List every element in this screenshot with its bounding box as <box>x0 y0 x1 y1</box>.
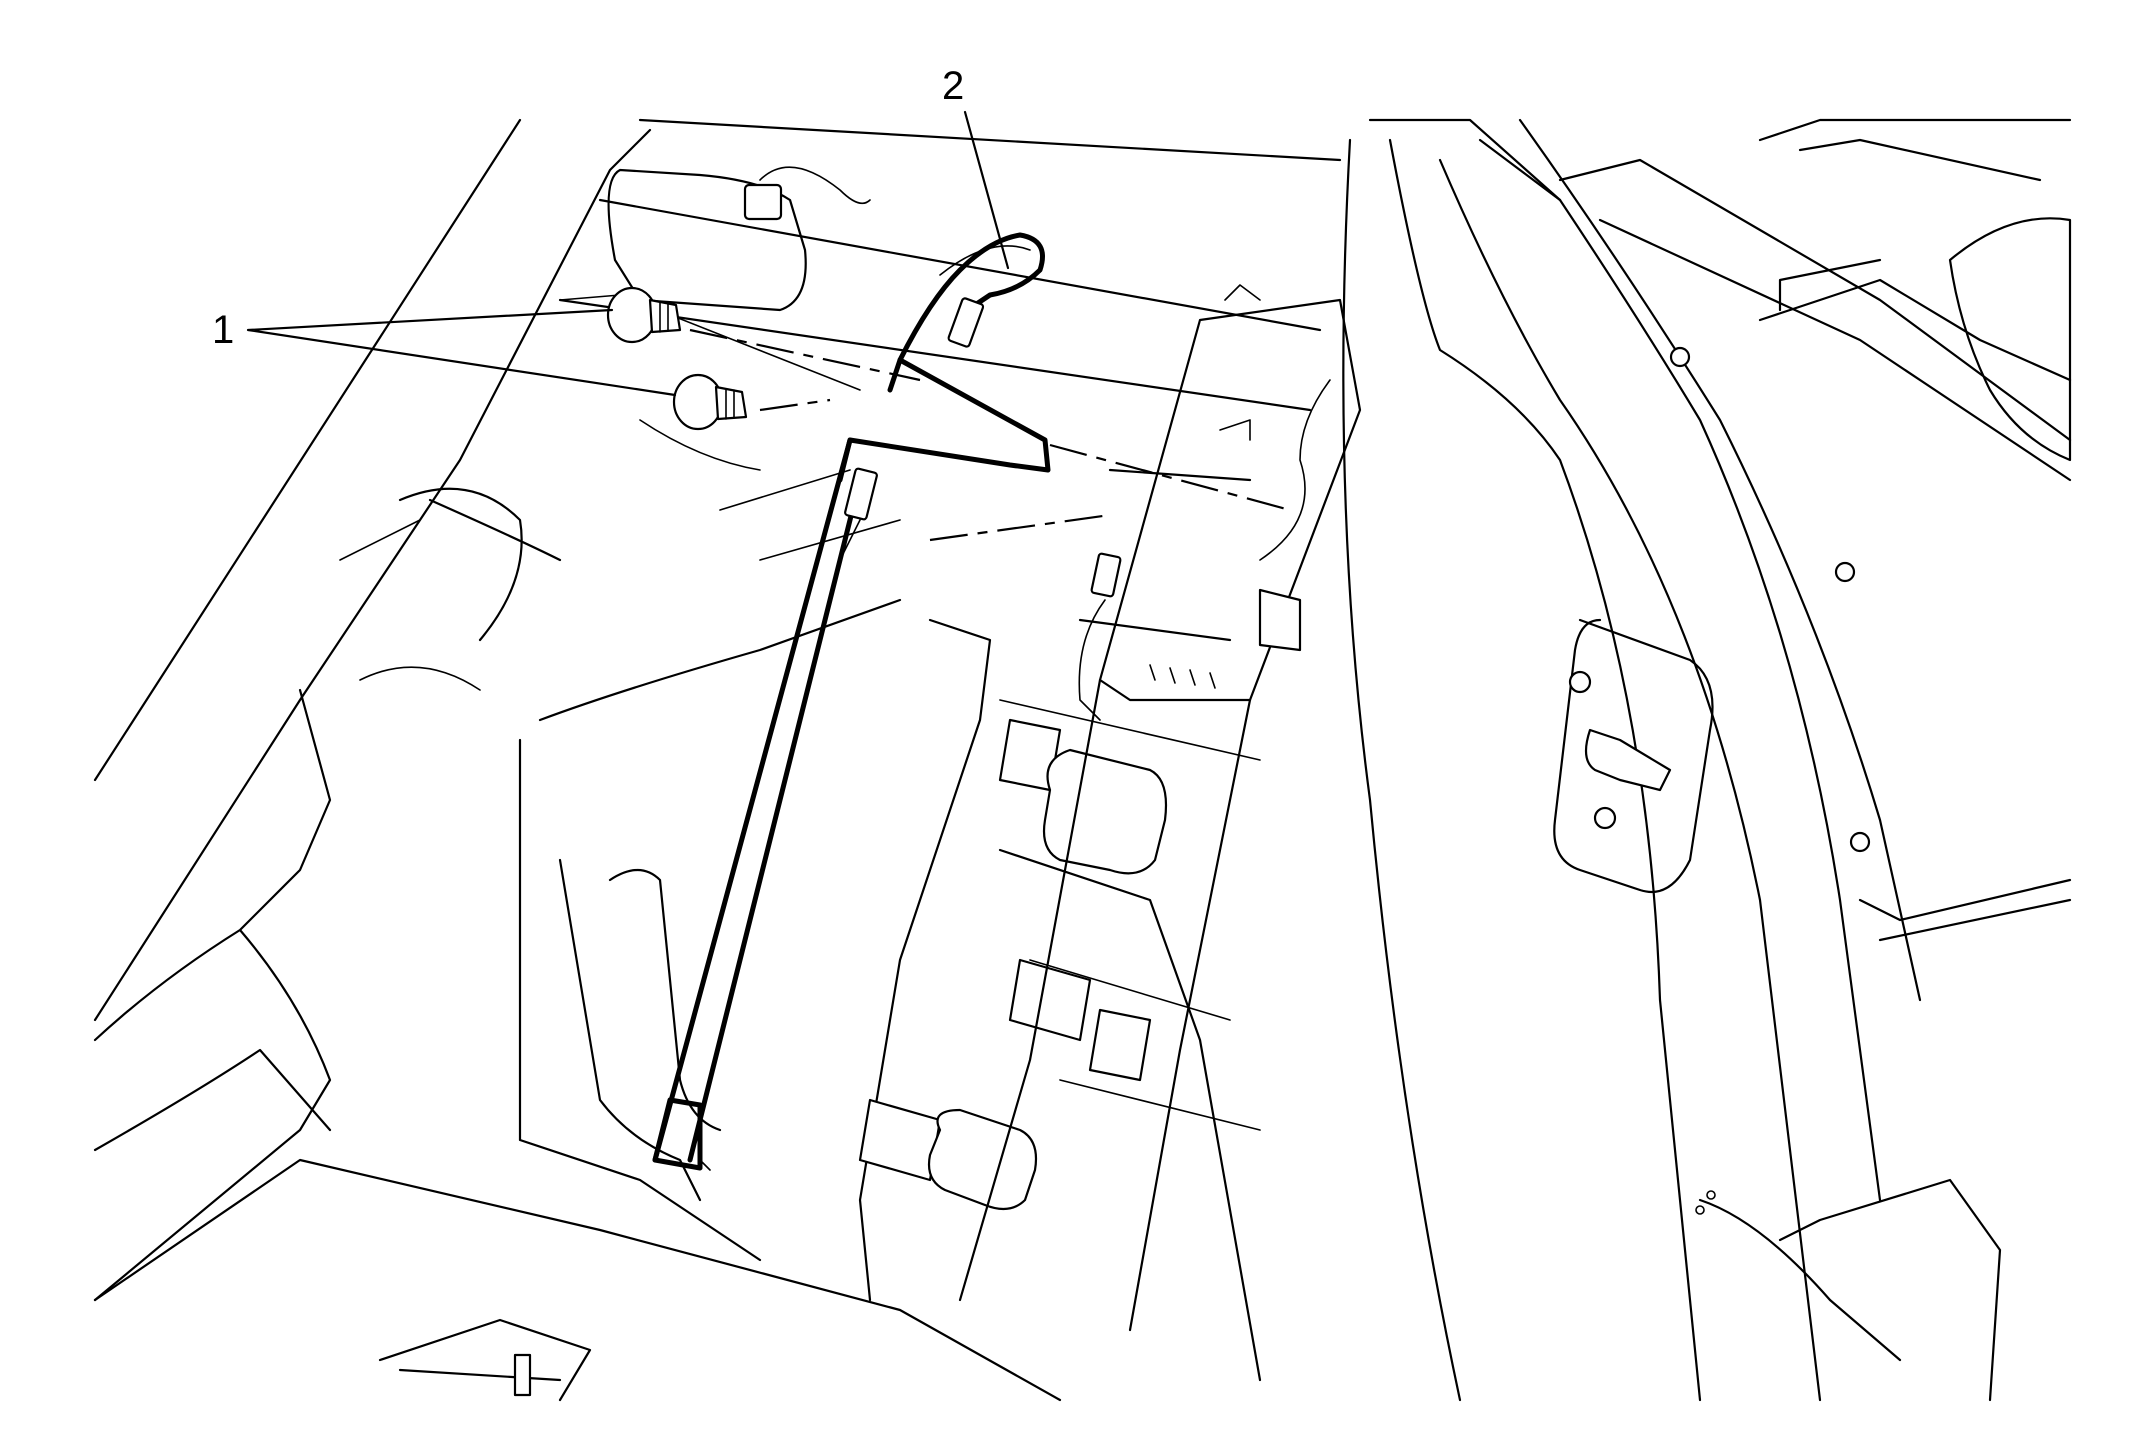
rear-seat-frame <box>518 598 1262 1382</box>
alignment-lines <box>689 328 1291 542</box>
left-quarter-panel <box>93 118 652 1302</box>
antenna-harness <box>652 232 1051 1171</box>
callout-1-label: 1 <box>212 308 235 352</box>
leader-lines <box>246 110 1010 397</box>
push-pin-fasteners <box>606 286 748 431</box>
quarter-trim-door-frame <box>1342 118 2072 1402</box>
push-pin-fastener-2 <box>672 373 748 431</box>
callout-2-label: 2 <box>942 64 965 108</box>
floor-area <box>93 1158 1062 1402</box>
rear-package-shelf <box>558 118 1342 561</box>
push-pin-fastener-1 <box>606 286 682 344</box>
striker-latch <box>1553 618 1714 894</box>
center-bracket <box>958 284 1362 1332</box>
